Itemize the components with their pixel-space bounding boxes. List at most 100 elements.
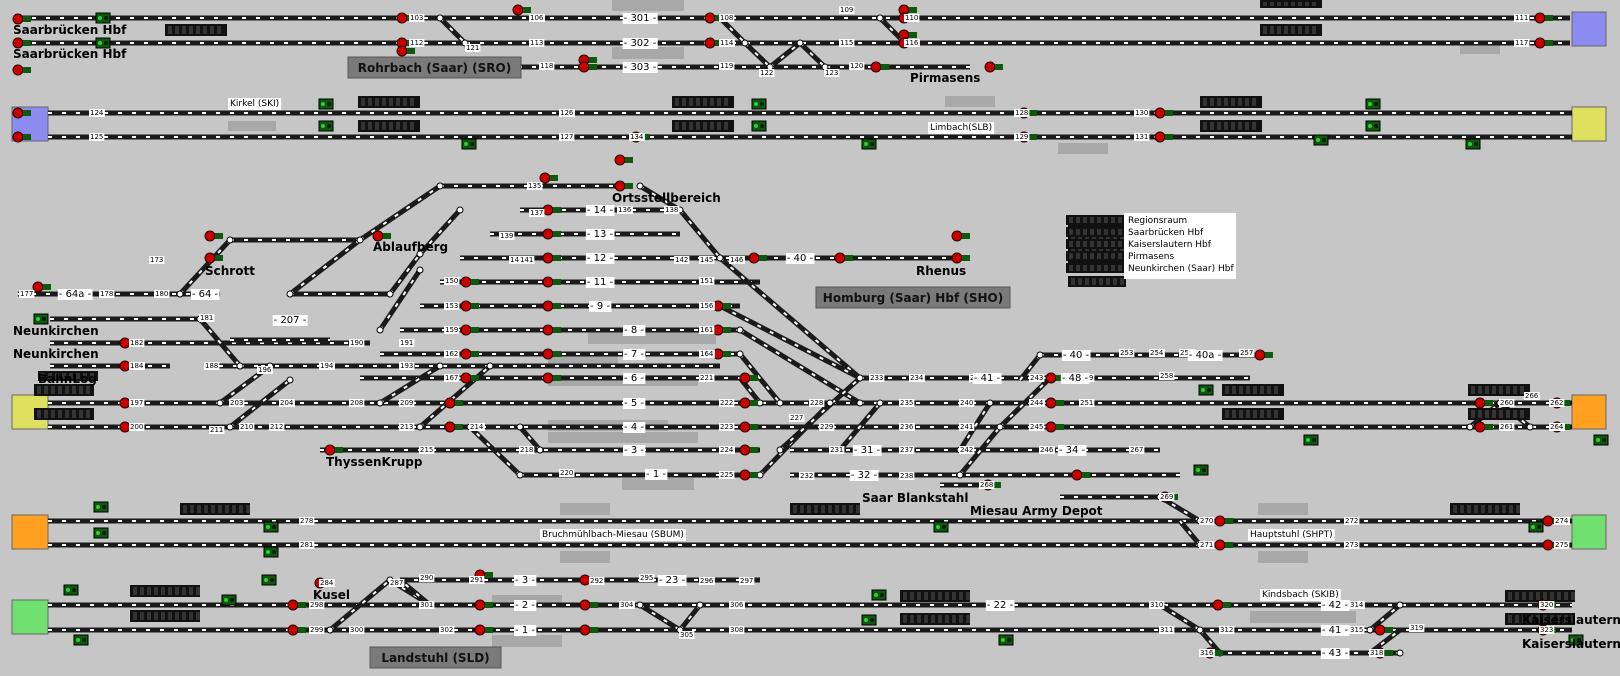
track-segment[interactable] [378, 363, 442, 406]
signal-red[interactable] [542, 300, 561, 312]
control-panel[interactable] [130, 585, 200, 597]
switch-point[interactable] [176, 290, 184, 298]
panel-cell[interactable] [86, 410, 90, 418]
panel-cell[interactable] [710, 98, 714, 106]
panel-cell[interactable] [1305, 2, 1309, 6]
panel-cell[interactable] [1097, 217, 1101, 223]
control-panel[interactable] [130, 610, 200, 622]
signal-red[interactable] [12, 64, 31, 76]
control-panel[interactable] [34, 408, 94, 420]
panel-cell[interactable] [952, 592, 956, 600]
panel-cell[interactable] [1515, 615, 1519, 623]
signal-red[interactable] [712, 324, 731, 336]
signal-red[interactable] [460, 276, 479, 288]
panel-cell[interactable] [1083, 241, 1087, 247]
panel-cell[interactable] [175, 587, 179, 595]
signal-red[interactable] [542, 204, 561, 216]
block-boundary[interactable] [1571, 11, 1607, 47]
panel-cell[interactable] [910, 615, 914, 623]
panel-cell[interactable] [1090, 241, 1094, 247]
switch-point[interactable] [1366, 626, 1374, 634]
panel-cell[interactable] [1557, 592, 1561, 600]
panel-cell[interactable] [1260, 410, 1264, 418]
signal-red[interactable] [1212, 599, 1231, 611]
panel-cell[interactable] [204, 505, 208, 513]
switch-point[interactable] [286, 376, 294, 384]
panel-cell[interactable] [682, 98, 686, 106]
panel-cell[interactable] [1513, 386, 1517, 394]
signal-green[interactable] [263, 521, 279, 533]
track-segment[interactable] [738, 352, 782, 405]
panel-cell[interactable] [44, 410, 48, 418]
signal-red[interactable] [951, 230, 970, 242]
panel-cell[interactable] [239, 505, 243, 513]
panel-cell[interactable] [1499, 386, 1503, 394]
switch-point[interactable] [716, 254, 724, 262]
switch-point[interactable] [536, 446, 544, 454]
panel-cell[interactable] [1076, 229, 1080, 235]
panel-cell[interactable] [1492, 386, 1496, 394]
panel-cell[interactable] [1111, 229, 1115, 235]
switch-point[interactable] [376, 399, 384, 407]
panel-cell[interactable] [1509, 505, 1513, 513]
panel-cell[interactable] [72, 386, 76, 394]
panel-cell[interactable] [1502, 505, 1506, 513]
switch-point[interactable] [436, 182, 444, 190]
control-panel[interactable] [672, 96, 734, 108]
panel-cell[interactable] [361, 98, 365, 106]
signal-red[interactable] [460, 324, 479, 336]
signal-red[interactable] [12, 13, 31, 25]
panel-cell[interactable] [1092, 278, 1096, 285]
control-panel[interactable] [1222, 384, 1284, 396]
panel-cell[interactable] [1270, 2, 1274, 6]
panel-cell[interactable] [1239, 410, 1243, 418]
panel-cell[interactable] [1508, 592, 1512, 600]
panel-cell[interactable] [945, 615, 949, 623]
signal-red[interactable] [287, 624, 306, 636]
block-boundary[interactable] [1571, 106, 1607, 142]
panel-cell[interactable] [1104, 241, 1108, 247]
panel-cell[interactable] [1097, 229, 1101, 235]
panel-cell[interactable] [952, 615, 956, 623]
signal-green[interactable] [1193, 464, 1209, 476]
panel-cell[interactable] [1083, 253, 1087, 259]
panel-cell[interactable] [182, 587, 186, 595]
panel-cell[interactable] [1305, 26, 1309, 34]
panel-cell[interactable] [83, 373, 87, 379]
panel-cell[interactable] [1506, 410, 1510, 418]
panel-cell[interactable] [1097, 241, 1101, 247]
panel-cell[interactable] [1078, 278, 1082, 285]
signal-red[interactable] [1045, 397, 1064, 409]
panel-cell[interactable] [1217, 98, 1221, 106]
panel-cell[interactable] [1083, 217, 1087, 223]
panel-cell[interactable] [807, 505, 811, 513]
control-panel[interactable] [358, 96, 420, 108]
track-segment[interactable] [768, 41, 802, 69]
panel-cell[interactable] [1225, 386, 1229, 394]
track-segment[interactable] [678, 603, 702, 632]
panel-cell[interactable] [675, 122, 679, 130]
panel-cell[interactable] [1536, 592, 1540, 600]
panel-cell[interactable] [1263, 26, 1267, 34]
switch-point[interactable] [741, 39, 749, 47]
panel-cell[interactable] [147, 587, 151, 595]
track-segment[interactable] [1198, 628, 1222, 655]
switch-point[interactable] [416, 423, 424, 431]
signal-green[interactable] [95, 12, 111, 24]
panel-cell[interactable] [966, 592, 970, 600]
track-segment[interactable] [228, 378, 292, 429]
signal-green[interactable] [95, 37, 111, 49]
track-segment[interactable] [328, 578, 392, 632]
panel-cell[interactable] [1260, 386, 1264, 394]
track-segment[interactable] [958, 425, 1002, 477]
panel-cell[interactable] [196, 612, 200, 620]
control-panel[interactable] [1066, 239, 1124, 249]
track-segment[interactable] [798, 41, 827, 69]
panel-cell[interactable] [1111, 265, 1115, 271]
signal-green[interactable] [861, 138, 877, 150]
signal-green[interactable] [261, 574, 277, 586]
track-segment[interactable] [377, 268, 423, 332]
panel-cell[interactable] [210, 26, 214, 34]
station-label-landstuhl[interactable]: Landstuhl (SLD) [369, 646, 502, 669]
panel-cell[interactable] [1106, 278, 1110, 285]
